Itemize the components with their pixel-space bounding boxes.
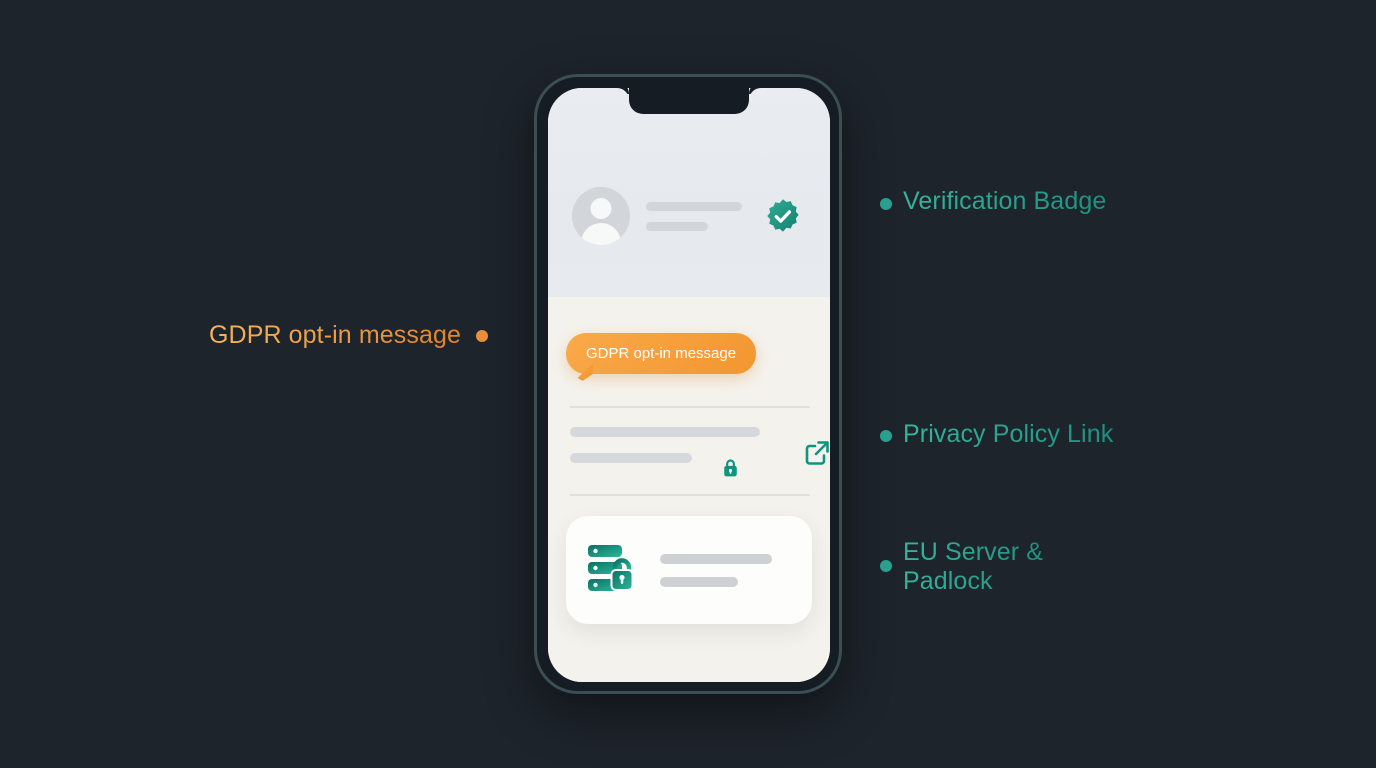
divider-bottom [570,494,810,496]
eu-card-line-1 [660,553,772,564]
profile-row [572,187,742,245]
profile-placeholder-bars [646,201,742,231]
eu-server-card[interactable] [566,516,812,624]
annotation-gdpr-opt-in-message: GDPR opt-in message [209,321,461,350]
subtitle-placeholder-bar [646,221,708,231]
gdpr-message-bubble[interactable]: GDPR opt-in message [566,333,757,374]
phone-frame: GDPR opt-in message [534,74,842,694]
annotation-privacy-policy-link: Privacy Policy Link [903,420,1113,449]
annotation-verification-badge: Verification Badge [903,187,1106,216]
annotation-label-verification-badge: Verification Badge [903,187,1107,215]
eu-card-placeholder-bars [660,553,772,587]
annotation-label-gdpr-opt-in-message: GDPR opt-in message [209,321,461,349]
consent-line-1 [570,427,760,437]
consent-row [570,427,829,477]
gdpr-message-bubble-wrap: GDPR opt-in message [566,333,757,374]
consent-line-2 [570,453,692,463]
server-padlock-icon [588,545,634,591]
name-placeholder-bar [646,201,742,211]
verification-badge-icon[interactable] [764,198,802,236]
annotation-eu-server-padlock: EU Server & Padlock [903,538,1043,597]
screen-body: GDPR opt-in message [548,297,830,682]
profile-header [548,88,830,297]
phone-screen: GDPR opt-in message [548,88,830,682]
annotation-label-eu-server-padlock: EU Server & Padlock [903,538,1044,596]
user-avatar-icon [572,187,630,245]
padlock-icon [724,459,737,477]
phone-notch [629,88,749,114]
divider-top [570,406,810,408]
eu-card-line-2 [660,576,738,587]
annotation-label-privacy-policy-link: Privacy Policy Link [903,420,1114,448]
external-link-icon[interactable] [803,439,830,467]
